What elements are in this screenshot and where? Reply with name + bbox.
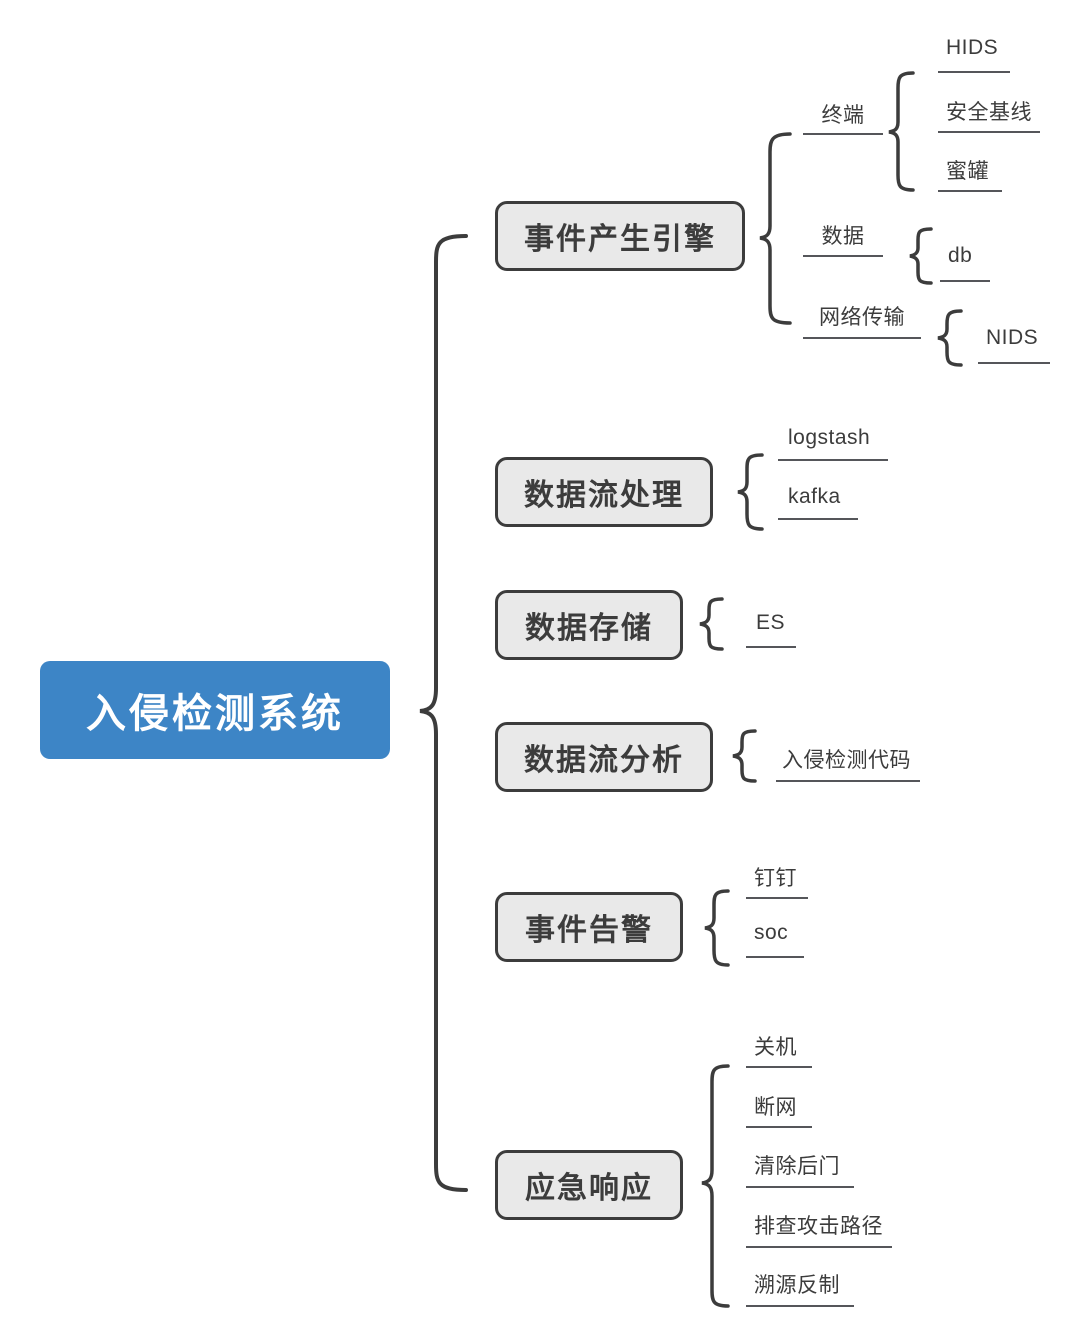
leaf-label: 蜜罐 [946, 160, 989, 183]
leaf-label: 断网 [754, 1096, 797, 1119]
brace-endpoint [888, 71, 915, 192]
leaf-label: 溯源反制 [754, 1274, 840, 1297]
leaf-underline [746, 956, 804, 958]
branch-label: 数据存储 [525, 612, 653, 645]
leaf-security-baseline[interactable]: 安全基线 [946, 96, 1032, 126]
leaf-underline [978, 362, 1050, 364]
brace-network [937, 309, 963, 367]
leaf-label: NIDS [986, 326, 1039, 349]
leaf-underline [746, 1126, 812, 1128]
brace-stream-analysis [732, 729, 757, 783]
leaf-investigate-attack-path[interactable]: 排查攻击路径 [754, 1210, 883, 1240]
brace-alert [704, 889, 730, 967]
leaf-underline [938, 71, 1010, 73]
leaf-nids[interactable]: NIDS [986, 326, 1038, 350]
leaf-underline [776, 780, 920, 782]
leaf-shutdown[interactable]: 关机 [754, 1031, 797, 1061]
branch-label: 数据流分析 [524, 744, 684, 777]
subnode-network-transmission[interactable]: 网络传输 [806, 301, 918, 331]
leaf-underline [778, 518, 858, 520]
leaf-label: 关机 [754, 1036, 797, 1059]
leaf-disconnect-network[interactable]: 断网 [754, 1091, 797, 1121]
leaf-logstash[interactable]: logstash [788, 426, 870, 450]
leaf-label: logstash [788, 426, 871, 449]
subnode-underline [803, 255, 883, 257]
leaf-label: 入侵检测代码 [782, 749, 911, 772]
branch-label: 数据流处理 [524, 479, 684, 512]
brace-storage [699, 597, 724, 651]
branch-node-event-engine[interactable]: 事件产生引擎 [495, 201, 745, 271]
subnode-endpoint[interactable]: 终端 [806, 99, 880, 129]
leaf-label: 钉钉 [754, 867, 797, 890]
leaf-hids[interactable]: HIDS [946, 36, 998, 60]
leaf-label: 安全基线 [946, 101, 1032, 124]
leaf-es[interactable]: ES [756, 611, 785, 635]
leaf-underline [746, 1246, 892, 1248]
leaf-kafka[interactable]: kafka [788, 485, 841, 509]
root-node[interactable]: 入侵检测系统 [40, 661, 390, 759]
leaf-label: db [948, 244, 973, 267]
brace-data [909, 227, 933, 285]
leaf-label: 排查攻击路径 [754, 1215, 883, 1238]
leaf-underline [746, 646, 796, 648]
branch-node-stream-analysis[interactable]: 数据流分析 [495, 722, 713, 792]
brace-event-engine [759, 132, 792, 325]
subnode-underline [803, 337, 921, 339]
brace-root [419, 234, 468, 1192]
leaf-soc[interactable]: soc [754, 921, 788, 945]
leaf-underline [938, 131, 1040, 133]
brace-emergency [701, 1064, 730, 1308]
leaf-dingtalk[interactable]: 钉钉 [754, 862, 797, 892]
leaf-underline [778, 459, 888, 461]
branch-node-emergency[interactable]: 应急响应 [495, 1150, 683, 1220]
branch-node-stream-process[interactable]: 数据流处理 [495, 457, 713, 527]
leaf-underline [938, 190, 1002, 192]
root-node-label: 入侵检测系统 [86, 692, 344, 736]
leaf-label: 清除后门 [754, 1155, 840, 1178]
leaf-label: soc [754, 921, 789, 944]
leaf-underline [940, 280, 990, 282]
branch-label: 事件告警 [525, 914, 653, 947]
branch-label: 事件产生引擎 [524, 223, 716, 256]
subnode-underline [803, 133, 883, 135]
branch-label: 应急响应 [525, 1172, 653, 1205]
leaf-db[interactable]: db [948, 244, 972, 268]
subnode-label: 数据 [821, 225, 865, 248]
leaf-underline [746, 897, 808, 899]
leaf-ids-code[interactable]: 入侵检测代码 [782, 744, 911, 774]
leaf-underline [746, 1066, 812, 1068]
leaf-label: kafka [788, 485, 841, 508]
subnode-label: 网络传输 [819, 306, 905, 329]
leaf-underline [746, 1305, 854, 1307]
leaf-honeypot[interactable]: 蜜罐 [946, 155, 989, 185]
leaf-underline [746, 1186, 854, 1188]
branch-node-storage[interactable]: 数据存储 [495, 590, 683, 660]
leaf-label: HIDS [946, 36, 999, 59]
subnode-data[interactable]: 数据 [806, 220, 880, 250]
subnode-label: 终端 [821, 104, 865, 127]
brace-stream-process [737, 453, 764, 531]
leaf-label: ES [756, 611, 786, 634]
leaf-remove-backdoor[interactable]: 清除后门 [754, 1150, 840, 1180]
branch-node-alert[interactable]: 事件告警 [495, 892, 683, 962]
leaf-trace-counterattack[interactable]: 溯源反制 [754, 1269, 840, 1299]
